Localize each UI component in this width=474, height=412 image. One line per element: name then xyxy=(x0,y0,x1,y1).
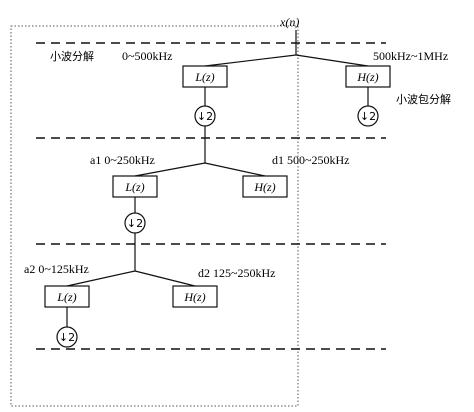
downsample-circle-3 xyxy=(56,326,78,348)
branch-a2-low xyxy=(66,270,136,287)
downsample-label-3: ↓2 xyxy=(59,331,75,344)
low-pass-filter-label-1: L(z) xyxy=(194,70,214,84)
branch-root-low xyxy=(204,54,297,67)
downsample-label-2: ↓2 xyxy=(127,217,143,230)
band-d2-label: d2 125~250kHz xyxy=(198,266,275,280)
band-a1-label: a1 0~250kHz xyxy=(90,153,155,167)
downsample-circle-1b xyxy=(357,105,379,127)
band-a2-label: a2 0~125kHz xyxy=(24,262,89,276)
band-d1-label: d1 500~250kHz xyxy=(272,153,349,167)
high-pass-filter-label-1: H(z) xyxy=(356,70,378,84)
band-root-high-label: 500kHz~1MHz xyxy=(373,49,448,63)
input-signal-label: x(n) xyxy=(279,15,299,29)
branch-a2-high xyxy=(134,270,196,287)
wavelet-decomposition-frame xyxy=(10,25,299,407)
downsample-label-1: ↓2 xyxy=(197,110,213,123)
high-pass-filter-box-2 xyxy=(242,175,288,198)
low-pass-filter-label-3: L(z) xyxy=(56,290,76,304)
high-pass-filter-label-3: H(z) xyxy=(183,290,205,304)
downsample-label-1b: ↓2 xyxy=(360,110,376,123)
branch-root-high xyxy=(295,54,369,67)
branch-a1-high xyxy=(204,162,266,177)
band-root-low-label: 0~500kHz xyxy=(122,49,172,63)
high-pass-filter-box-3 xyxy=(172,285,218,308)
low-pass-filter-label-2: L(z) xyxy=(124,180,144,194)
wavelet-packet-decomposition-label: 小波包分解 xyxy=(396,92,451,106)
high-pass-filter-label-2: H(z) xyxy=(253,180,275,194)
branch-a1-low xyxy=(134,162,206,177)
wavelet-decomposition-label: 小波分解 xyxy=(50,49,94,63)
